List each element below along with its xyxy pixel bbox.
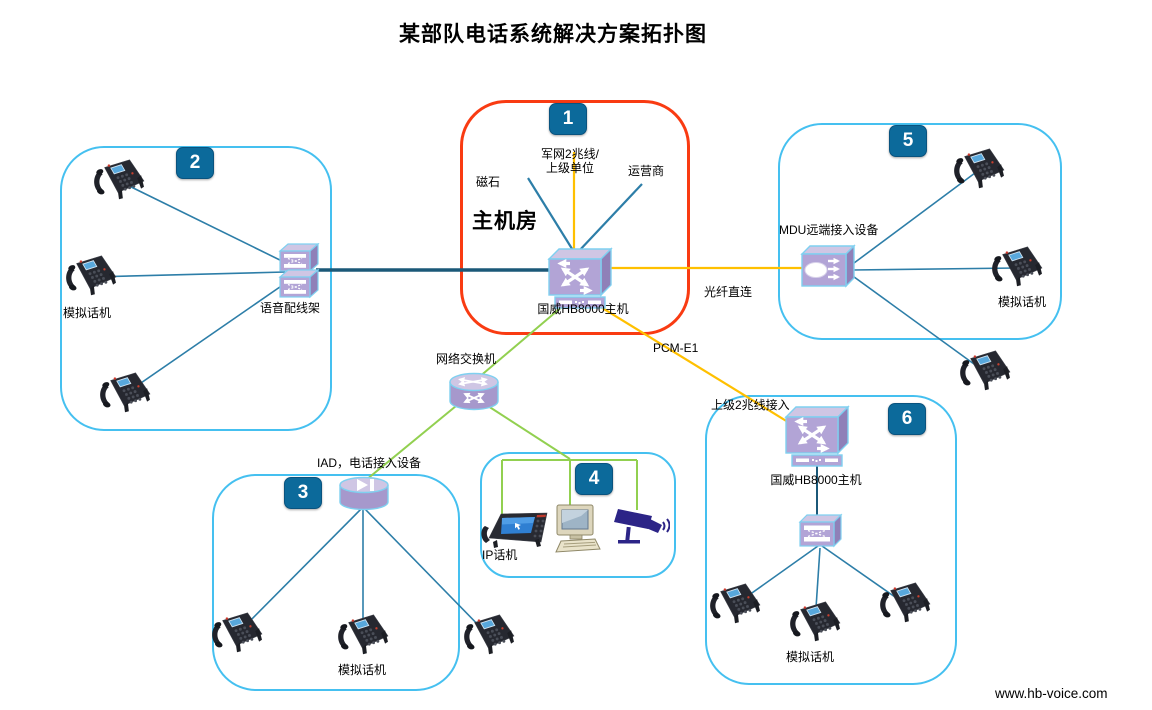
analog-phone-icon (96, 370, 154, 423)
analog-phone-icon (950, 146, 1008, 199)
label-analog-phone-r6: 模拟话机 (786, 650, 835, 664)
label-network-switch: 网络交换机 (436, 352, 497, 366)
desktop-computer-icon (551, 503, 603, 562)
label-analog-phone-r3: 模拟话机 (338, 663, 387, 677)
analog-phone-icon (208, 610, 266, 663)
label-magneto: 磁石 (476, 175, 501, 189)
iad-gateway-icon (336, 474, 392, 519)
label-fiber-direct: 光纤直连 (704, 285, 753, 299)
badge-4: 4 (575, 463, 613, 495)
analog-phone-icon (460, 612, 518, 665)
analog-phone-icon (988, 244, 1046, 297)
website-url: www.hb-voice.com (995, 686, 1108, 701)
analog-phone-icon (876, 580, 934, 633)
label-analog-phone-r5: 模拟话机 (998, 295, 1047, 309)
label-military-net-line: 军网2兆线/ 上级单位 (518, 147, 622, 175)
badge-1: 1 (549, 103, 587, 135)
region-1-main-room (460, 100, 690, 335)
label-mdu: MDU远端接入设备 (779, 223, 879, 237)
label-host-r6: 国威HB8000主机 (770, 473, 862, 487)
cctv-camera-icon (612, 503, 670, 556)
label-carrier: 运营商 (628, 164, 665, 178)
remote-frame-icon (795, 511, 845, 556)
label-host-main: 国威HB8000主机 (537, 302, 629, 316)
badge-6: 6 (888, 403, 926, 435)
analog-phone-icon (956, 348, 1014, 401)
label-ip-phone: IP话机 (482, 548, 518, 562)
badge-5: 5 (889, 125, 927, 157)
label-main-machine-room: 主机房 (472, 210, 538, 233)
label-military-net-line-2: 上级单位 (545, 161, 594, 176)
label-upper-2m-access: 上级2兆线接入 (711, 398, 790, 412)
label-analog-phone-r2: 模拟话机 (63, 306, 112, 320)
badge-2: 2 (176, 147, 214, 179)
mdu-remote-access-icon (796, 242, 860, 299)
network-switch-icon (446, 370, 502, 419)
page-title: 某部队电话系统解决方案拓扑图 (399, 23, 707, 46)
label-voice-frame: 语音配线架 (260, 301, 321, 315)
badge-3: 3 (284, 477, 322, 509)
pbx-remote-switch-icon (781, 402, 853, 473)
region-6-remote-host (705, 395, 957, 685)
label-military-net-line-1: 军网2兆线/ (540, 147, 599, 161)
analog-phone-icon (90, 157, 148, 210)
label-iad-gateway: IAD，电话接入设备 (317, 456, 422, 470)
voice-distribution-frame-icon (276, 243, 324, 306)
analog-phone-icon (706, 581, 764, 634)
analog-phone-icon (62, 253, 120, 306)
label-pcm-e1: PCM-E1 (653, 341, 699, 355)
analog-phone-icon (786, 599, 844, 652)
analog-phone-icon (334, 612, 392, 665)
